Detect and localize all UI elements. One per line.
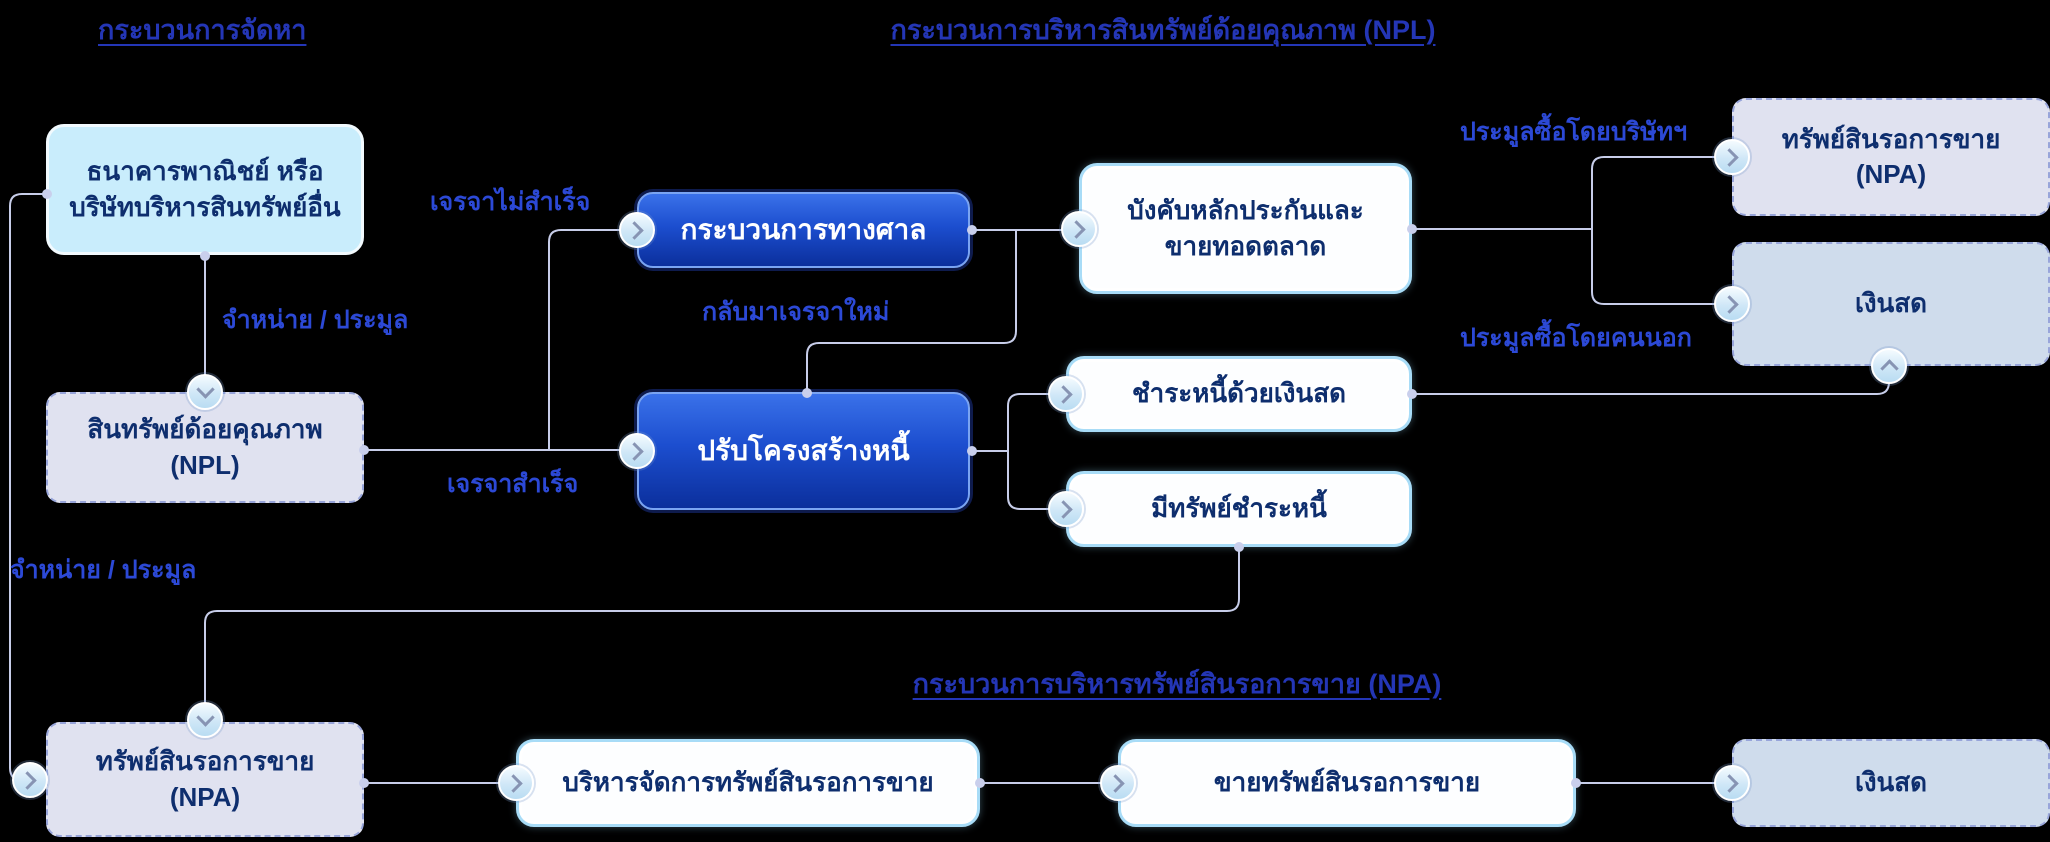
- junction-dot: [42, 189, 52, 199]
- edge-label-negotiation-success: เจรจาสำเร็จ: [447, 470, 579, 498]
- chevron-right-icon: [619, 212, 655, 248]
- chevron-right-icon: [1048, 376, 1084, 412]
- node-npa-top: ทรัพย์สินรอการขาย (NPA): [1732, 98, 2050, 216]
- node-foreclose-auction: บังคับหลักประกันและ ขายทอดตลาด: [1079, 163, 1412, 294]
- chevron-right-icon: [619, 433, 655, 469]
- connector-path: [9, 193, 47, 781]
- heading-npa-process: กระบวนการบริหารทรัพย์สินรอการขาย (NPA): [912, 669, 1442, 699]
- junction-dot: [1234, 542, 1244, 552]
- node-sell-npa: ขายทรัพย์สินรอการขาย: [1118, 739, 1576, 827]
- junction-dot: [1571, 778, 1581, 788]
- connector-path: [1591, 228, 1719, 305]
- edge-label-negotiation-failed: เจรจาไม่สำเร็จ: [430, 188, 591, 216]
- edge-label-auction-by-outsider: ประมูลซื้อโดยคนนอก: [1460, 324, 1692, 352]
- junction-dot: [802, 388, 812, 398]
- node-debt-restructure: ปรับโครงสร้างหนี้: [637, 392, 970, 510]
- chevron-right-icon: [1714, 765, 1750, 801]
- heading-npl-process: กระบวนการบริหารสินทรัพย์ด้อยคุณภาพ (NPL): [890, 15, 1436, 45]
- node-cash-right: เงินสด: [1732, 242, 2050, 366]
- connector-path: [806, 229, 1017, 393]
- junction-dot: [359, 445, 369, 455]
- junction-dot: [359, 778, 369, 788]
- connector-path: [1007, 393, 1053, 452]
- chevron-right-icon: [1048, 491, 1084, 527]
- edge-label-renegotiate: กลับมาเจรจาใหม่: [702, 298, 890, 326]
- chevron-right-icon: [1061, 211, 1097, 247]
- chevron-right-icon: [498, 765, 534, 801]
- chevron-right-icon: [1714, 286, 1750, 322]
- edge-label-dispose-auction-top: จำหน่าย / ประมูล: [222, 306, 409, 334]
- junction-dot: [1407, 389, 1417, 399]
- chevron-down-icon: [187, 374, 223, 410]
- node-npl-asset: สินทรัพย์ด้อยคุณภาพ (NPL): [46, 392, 364, 503]
- edge-label-auction-by-company: ประมูลซื้อโดยบริษัทฯ: [1460, 118, 1688, 146]
- chevron-right-icon: [1100, 765, 1136, 801]
- chevron-down-icon: [187, 702, 223, 738]
- connector-path: [1591, 156, 1719, 230]
- junction-dot: [967, 225, 977, 235]
- connector-path: [1411, 371, 1890, 395]
- chevron-up-icon: [1871, 348, 1907, 384]
- node-cash-settlement: ชำระหนี้ด้วยเงินสด: [1066, 356, 1412, 432]
- connector-path: [204, 546, 1240, 707]
- edge-label-dispose-auction-left: จำหน่าย / ประมูล: [10, 556, 197, 584]
- node-cash-bottom: เงินสด: [1732, 739, 2050, 827]
- node-manage-npa: บริหารจัดการทรัพย์สินรอการขาย: [516, 739, 980, 827]
- node-asset-settlement: มีทรัพย์ชำระหนี้: [1066, 471, 1412, 547]
- junction-dot: [975, 778, 985, 788]
- junction-dot: [1407, 224, 1417, 234]
- connector-path: [1007, 450, 1053, 510]
- node-court-process: กระบวนการทางศาล: [637, 192, 970, 268]
- chevron-right-icon: [12, 762, 48, 798]
- junction-dot: [967, 446, 977, 456]
- connector-path: [548, 229, 625, 451]
- node-bank: ธนาคารพาณิชย์ หรือ บริษัทบริหารสินทรัพย์…: [46, 124, 364, 255]
- heading-procurement-process: กระบวนการจัดหา: [98, 15, 307, 45]
- junction-dot: [200, 251, 210, 261]
- node-npa-bottom: ทรัพย์สินรอการขาย (NPA): [46, 722, 364, 837]
- chevron-right-icon: [1714, 139, 1750, 175]
